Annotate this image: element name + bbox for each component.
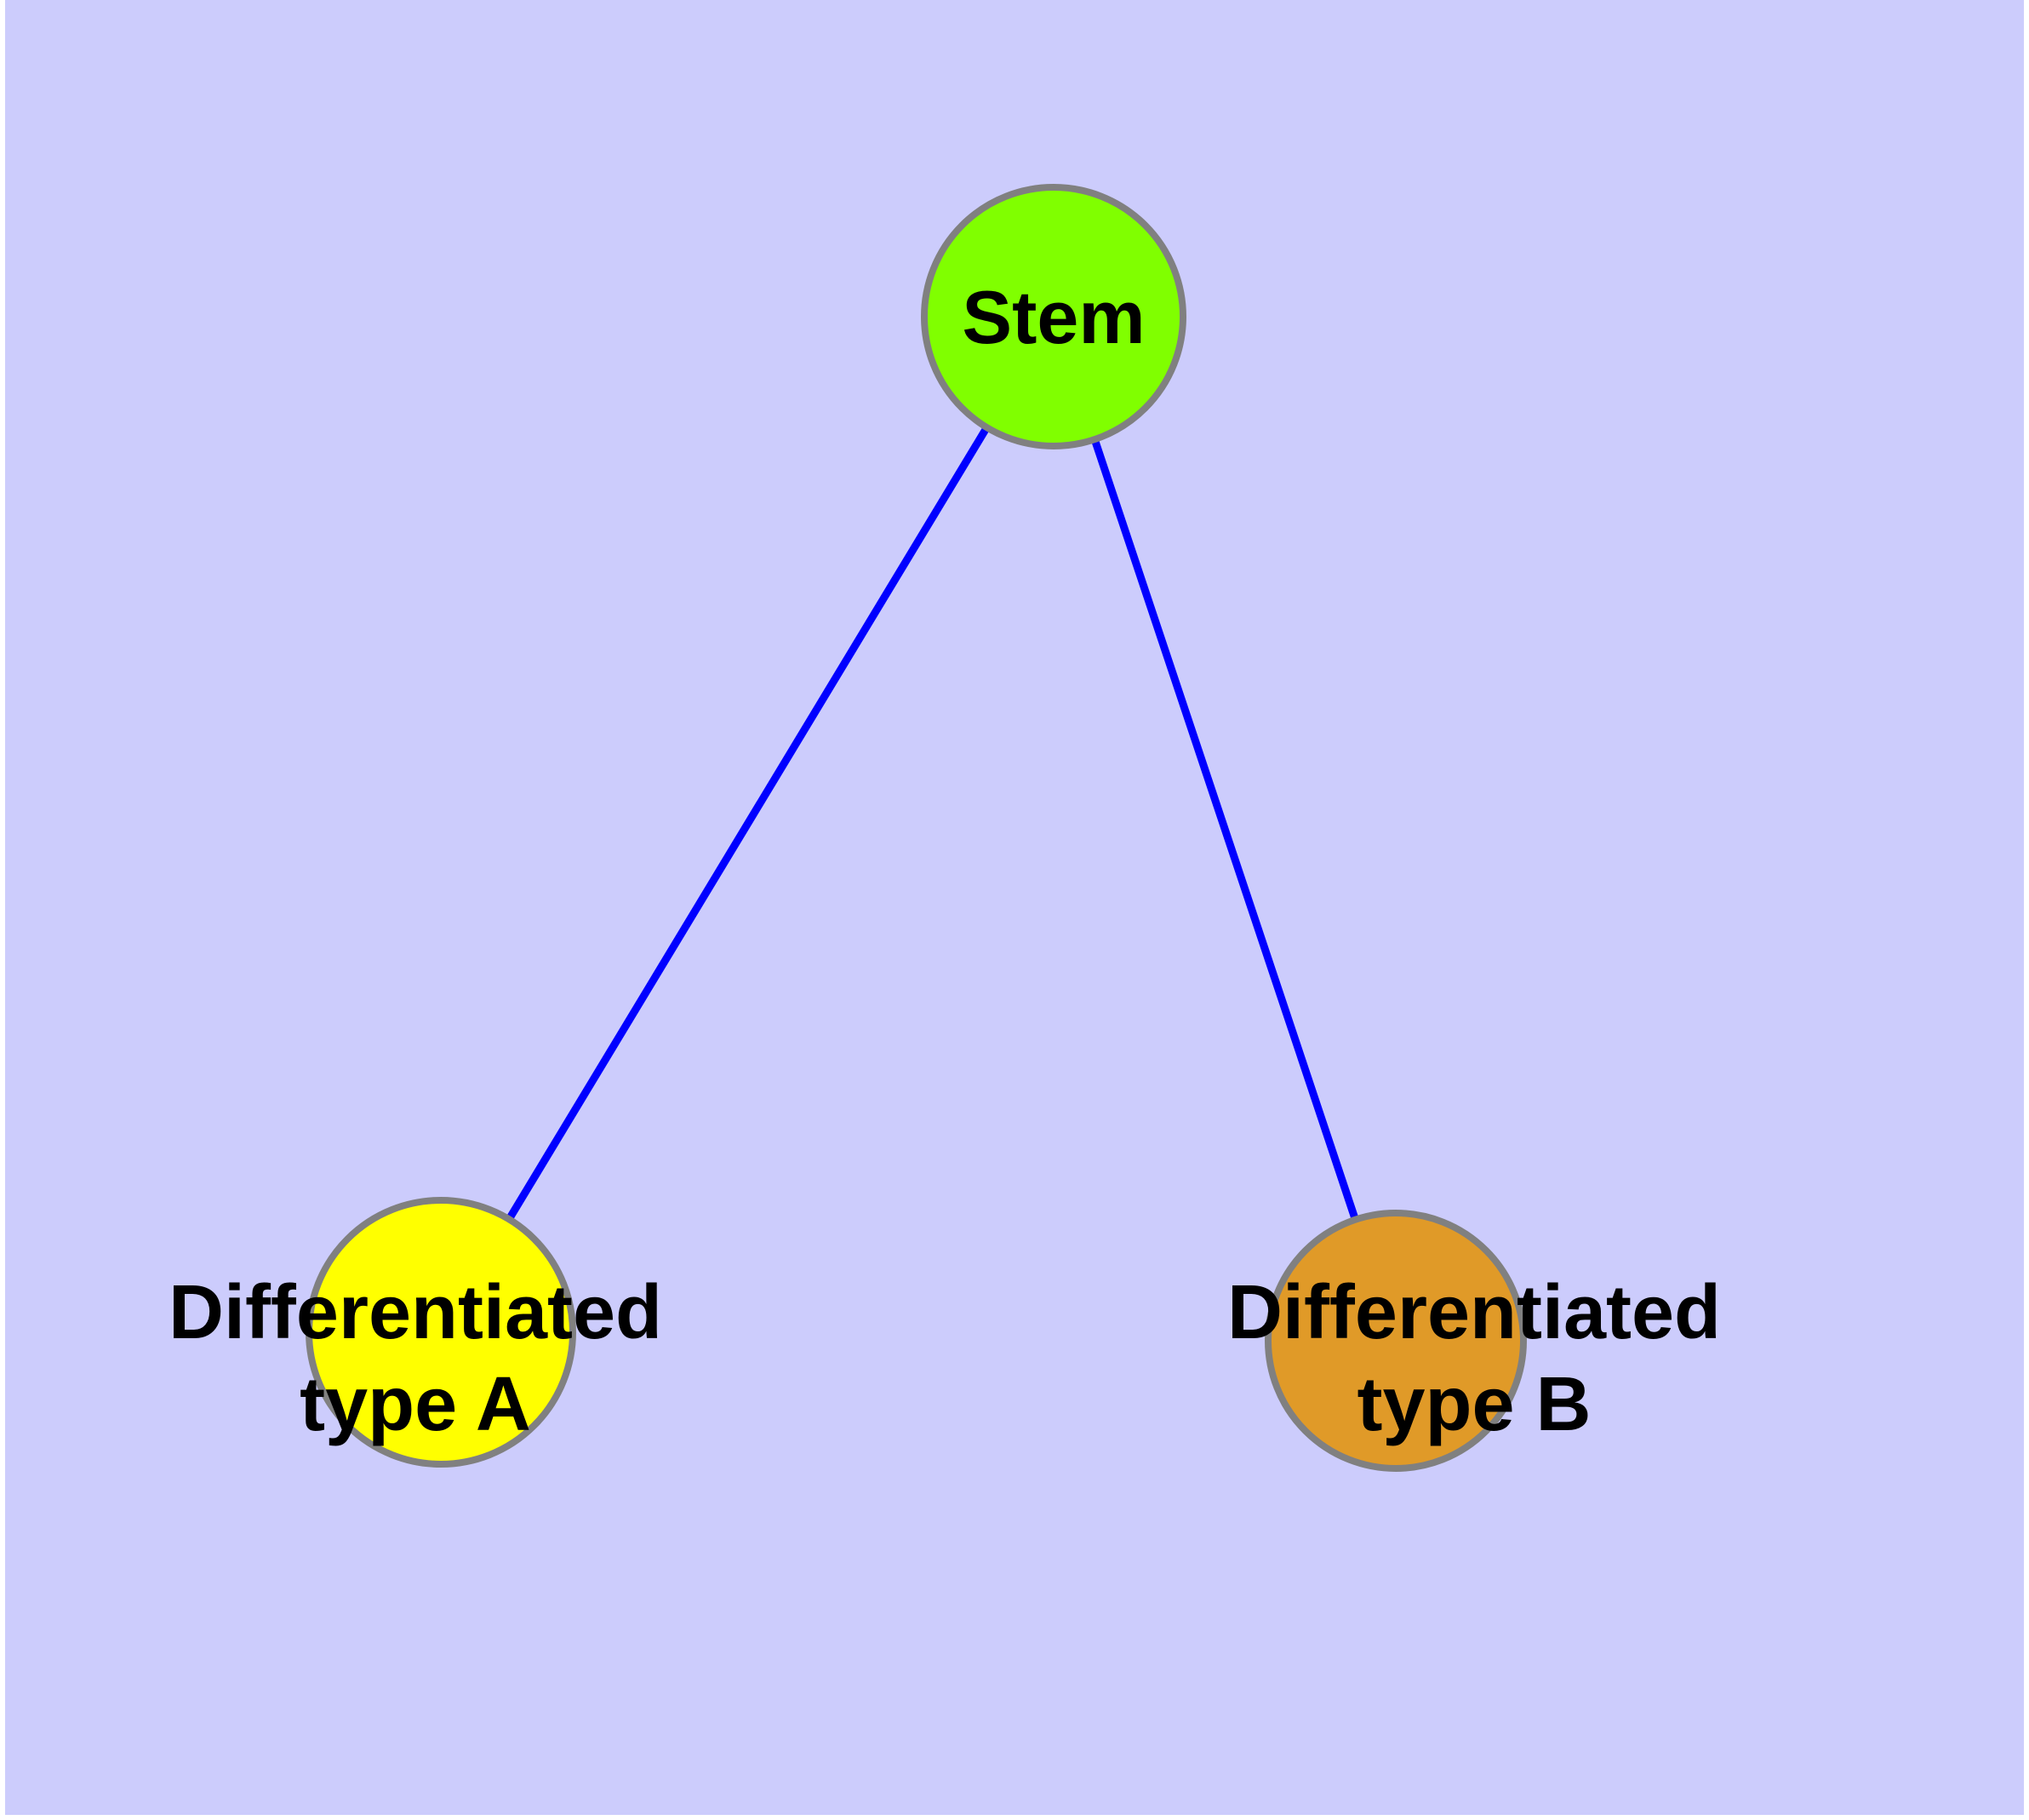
node-label-stem: Stem [962, 275, 1145, 359]
node-differentiated-type-b[interactable] [1265, 1210, 1527, 1472]
nodes-layer: Stem [306, 184, 1527, 1472]
node-circle-differentiated-type-a[interactable] [306, 1197, 576, 1468]
node-circle-stem[interactable] [921, 184, 1186, 449]
node-differentiated-type-a[interactable] [306, 1197, 576, 1468]
node-stem[interactable]: Stem [921, 184, 1186, 449]
node-circle-differentiated-type-b[interactable] [1265, 1210, 1527, 1472]
